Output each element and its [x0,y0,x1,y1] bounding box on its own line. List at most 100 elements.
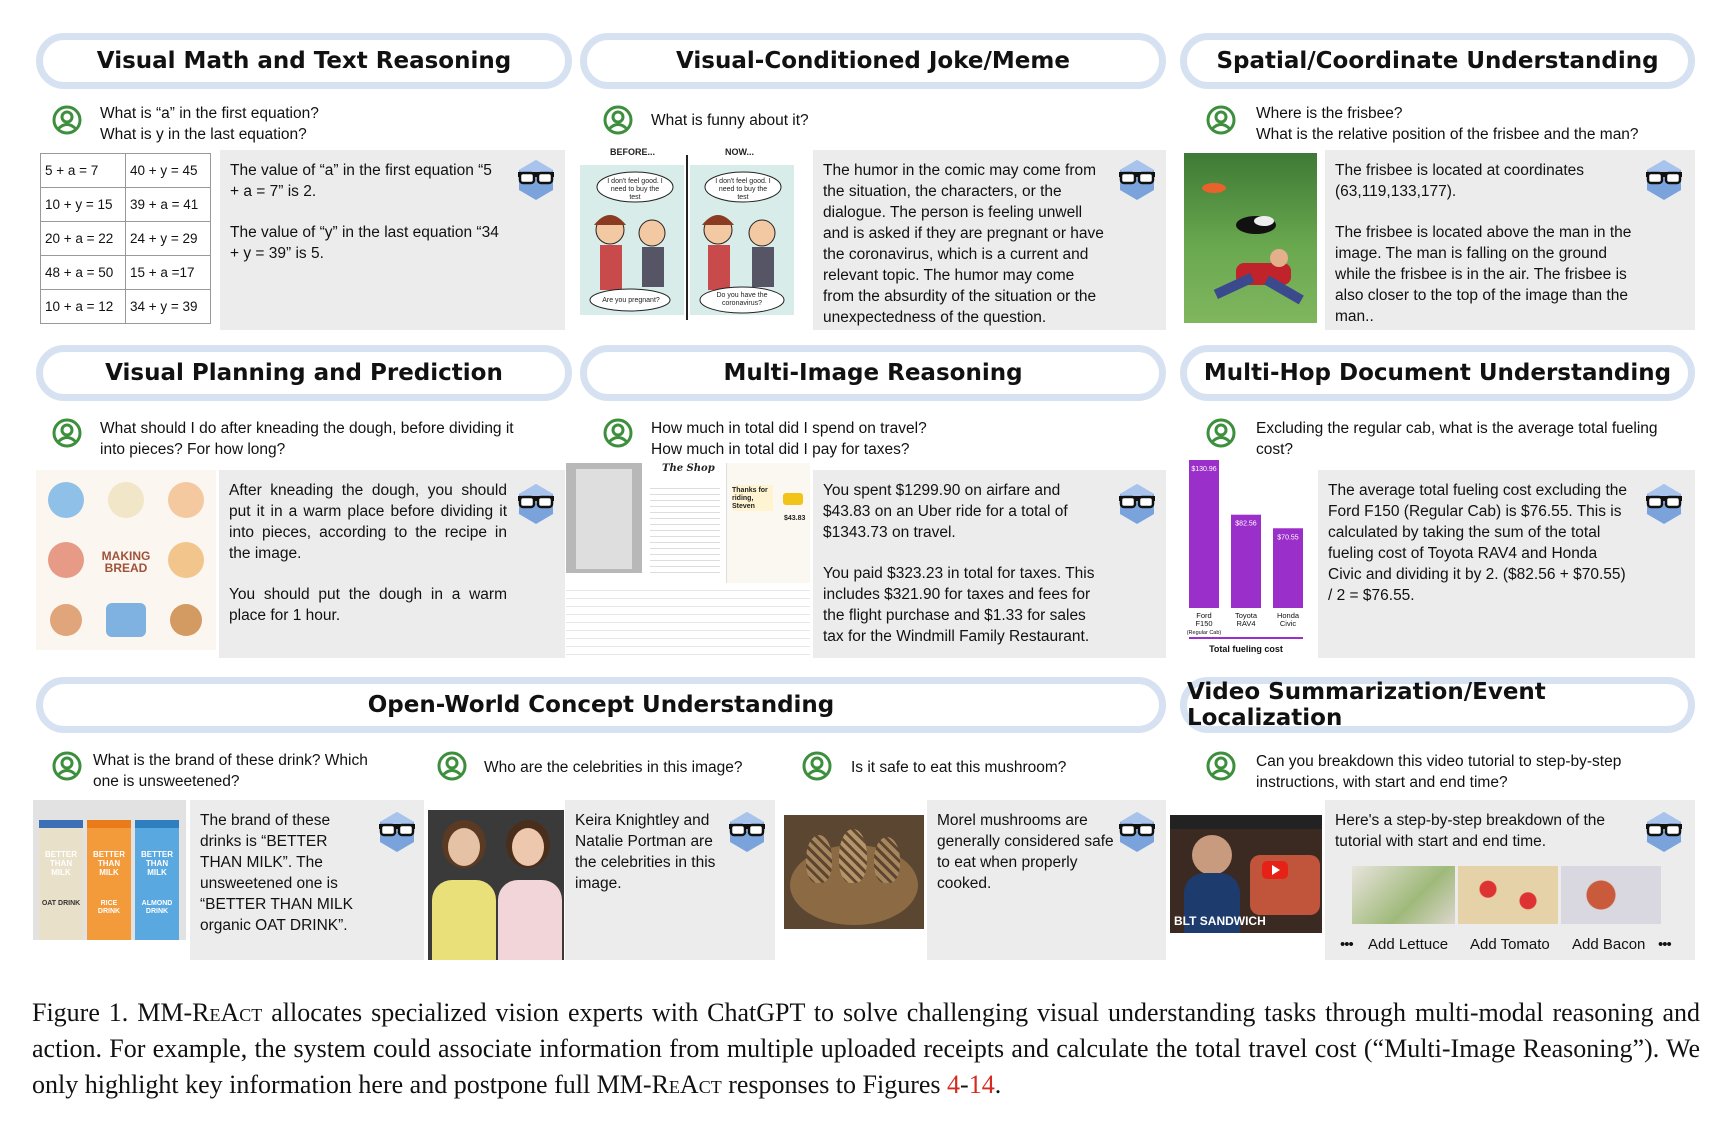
uber-receipt [726,463,810,583]
panel-title-multihop: Multi-Hop Document Understanding [1180,345,1695,401]
carton-brand: BETTER THAN MILK [141,850,173,877]
comic-bubble: Do you have the coronavirus? [716,292,768,307]
answer-text: The frisbee is located at coordinates (6… [1335,162,1584,200]
user-icon [603,418,633,448]
bot-icon [1117,158,1157,202]
carton-label: OAT DRINK [41,900,81,907]
bot-icon [1644,482,1684,526]
answer-text: Here's a step-by-step breakdown of the t… [1335,812,1606,850]
mushroom-photo [784,815,924,929]
caption-text: ct [698,1070,722,1099]
chart-category-label: Civic [1280,619,1296,628]
chart-category-label: Ford [1196,611,1211,620]
bot-icon [1644,810,1684,854]
step-label: Add Lettuce [1368,936,1449,953]
bot-icon [516,158,556,202]
caption-text: e [209,998,221,1027]
question-line: How much in total did I pay for taxes? [651,441,910,458]
recipe-image: MAKING BREAD [36,470,216,650]
user-icon [603,105,633,135]
user-icon [1206,751,1236,781]
user-icon [1206,418,1236,448]
table-cell: 10 + a = 12 [40,289,126,324]
comic-bubble: Are you pregnant? [602,297,660,304]
carton-label: RICE DRINK [97,900,121,915]
answer-text: The brand of these drinks is “BETTER THA… [200,812,354,934]
table-cell: 10 + y = 15 [40,187,126,222]
figure-caption: Figure 1. MM-ReAct allocates specialized… [32,995,1700,1103]
chart-value-label: $130.96 [1191,466,1216,473]
ellipsis-left: ••• [1340,936,1354,953]
user-icon [437,751,467,781]
question-line: What is “a” in the first equation? [100,105,319,122]
chart-value-label: $82.56 [1235,521,1257,528]
figure-link[interactable]: 14 [968,1070,995,1099]
user-icon [1206,105,1236,135]
figure-link[interactable]: 4 [947,1070,961,1099]
panel-title-spatial: Spatial/Coordinate Understanding [1180,33,1695,89]
panel-title-openworld: Open-World Concept Understanding [36,677,1166,733]
caption-text: responses to Figures [721,1070,948,1099]
celebrities-photo [428,810,564,960]
receipt-photo [566,463,642,573]
answer-box: You spent $1299.90 on airfare and $43.83… [813,470,1166,658]
uber-thanks-text: Thanks for riding, Steven [732,487,768,510]
panel-title-planning: Visual Planning and Prediction [36,345,572,401]
carton-label: ALMOND DRINK [141,900,173,915]
caption-text: - [960,1070,969,1099]
recipe-title: MAKING BREAD [101,549,151,575]
chart-bar [1231,514,1261,608]
panel-title-multiimage: Multi-Image Reasoning [580,345,1166,401]
answer-box: The frisbee is located at coordinates (6… [1325,150,1695,330]
answer-text: You paid $323.23 in total for taxes. Thi… [823,565,1095,645]
caption-text: ct [239,998,263,1027]
chart-category-label: F150 [1195,619,1212,628]
answer-text: The value of “a” in the first equation “… [230,162,492,200]
carton-oat [39,820,83,940]
question-text: How much in total did I spend on travel?… [651,418,1091,460]
video-title-overlay: BLT SANDWICH [1174,914,1266,928]
panel-title-joke: Visual-Conditioned Joke/Meme [580,33,1166,89]
step-label: Add Bacon [1572,936,1646,953]
play-icon[interactable] [1262,861,1288,879]
comic-bubble: I don't feel good. I need to buy the tes… [715,178,771,201]
caption-text: . [994,1070,1002,1099]
answer-text: The frisbee is located above the man in … [1335,224,1632,325]
video-thumbnail[interactable]: BLT SANDWICH [1170,815,1322,933]
answer-text: You spent $1299.90 on airfare and $43.83… [823,482,1068,541]
bot-icon [1644,158,1684,202]
table-cell: 48 + a = 50 [40,255,126,290]
bot-icon [1117,810,1157,854]
answer-box: Keira Knightley and Natalie Portman are … [565,800,775,960]
user-icon [52,751,82,781]
question-text: Is it safe to eat this mushroom? [851,759,1067,776]
table-cell: 20 + a = 22 [40,221,126,256]
panel-title-math: Visual Math and Text Reasoning [36,33,572,89]
question-line: What is the relative position of the fri… [1256,126,1639,143]
carton-rice [87,820,131,940]
answer-box: The humor in the comic may come from the… [813,150,1166,330]
comic-label-before: BEFORE... [610,147,656,157]
question-line: Where is the frisbee? [1256,105,1403,122]
carton-brand: BETTER THAN MILK [45,850,77,877]
bot-icon [727,810,767,854]
answer-text: The value of “y” in the last equation “3… [230,224,499,262]
caption-text: e [668,1070,680,1099]
chart-category-label: Toyota [1235,611,1258,620]
bot-icon [516,482,556,526]
video-frame-bacon [1561,866,1661,924]
milk-cartons-photo: BETTER THAN MILK BETTER THAN MILK BETTER… [33,800,186,940]
frisbee-photo [1184,153,1317,323]
recipe-illustrations [48,482,204,637]
receipt-shop-name: The Shop [662,463,715,474]
question-text: Who are the celebrities in this image? [484,759,743,776]
question-text: Can you breakdown this video tutorial to… [1256,753,1622,791]
answer-text: You should put the dough in a warm place… [229,586,507,624]
comic-drawing [580,155,794,320]
question-text: Where is the frisbee? What is the relati… [1256,103,1696,145]
